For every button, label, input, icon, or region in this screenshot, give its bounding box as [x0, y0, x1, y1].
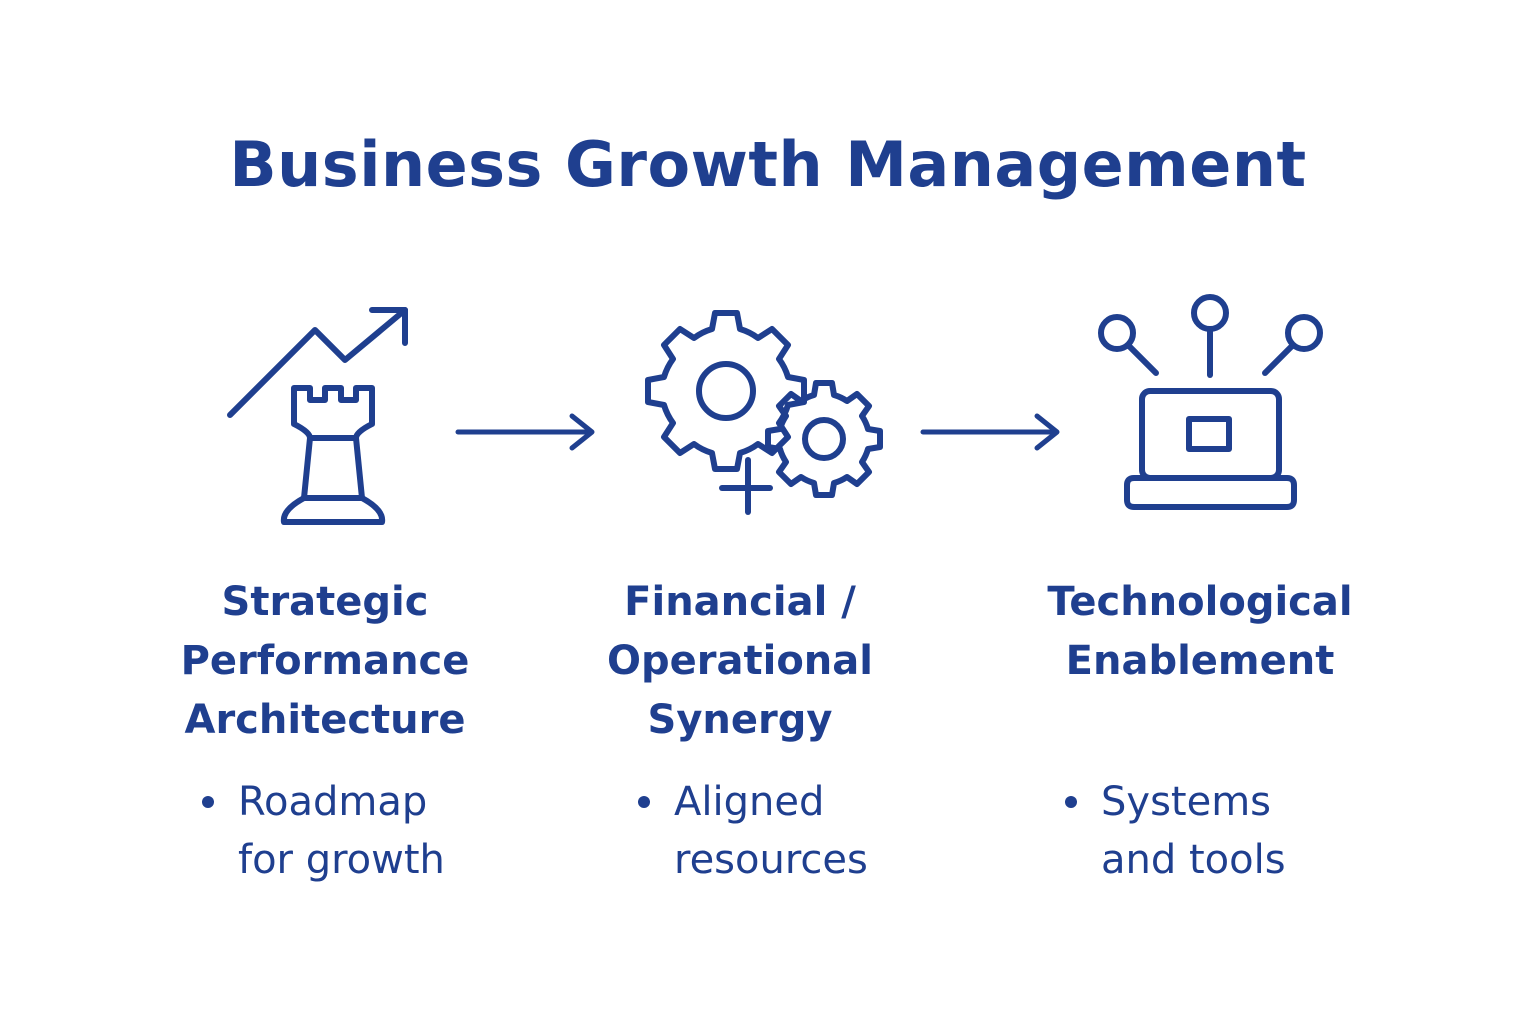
step-1-label-line: Architecture [184, 697, 466, 743]
bullet-dot-icon [1065, 796, 1077, 808]
step-2-bullet-line: resources [674, 837, 868, 883]
step-2-label-line: Synergy [647, 697, 833, 743]
step-3-bullet-line: and tools [1101, 837, 1286, 883]
step-2-label-line: Operational [607, 638, 873, 684]
step-3-label-line: Technological [1047, 579, 1353, 625]
laptop-network-icon [1090, 294, 1330, 515]
page-title: Business Growth Management [229, 128, 1307, 201]
step-2-label-line: Financial / [624, 579, 856, 625]
step-2-label: Financial / Operational Synergy [580, 573, 900, 750]
bullet-dot-icon [202, 796, 214, 808]
bullet-dot-icon [638, 796, 650, 808]
step-3-label: Technological Enablement [1020, 573, 1380, 691]
arrow-right-icon [455, 412, 600, 456]
chess-rook-growth-icon [220, 300, 420, 530]
step-1-label-line: Performance [180, 638, 470, 684]
step-1-label: Strategic Performance Architecture [150, 573, 500, 750]
step-2-bullet-line: Aligned [674, 779, 825, 825]
step-3-label-line: Enablement [1065, 638, 1335, 684]
step-1-label-line: Strategic [221, 579, 429, 625]
arrow-right-icon [920, 412, 1065, 456]
gears-icon [640, 295, 890, 520]
step-1-bullet-line: Roadmap [238, 779, 428, 825]
step-3-bullet-line: Systems [1101, 779, 1271, 825]
step-1-bullet-line: for growth [238, 837, 445, 883]
